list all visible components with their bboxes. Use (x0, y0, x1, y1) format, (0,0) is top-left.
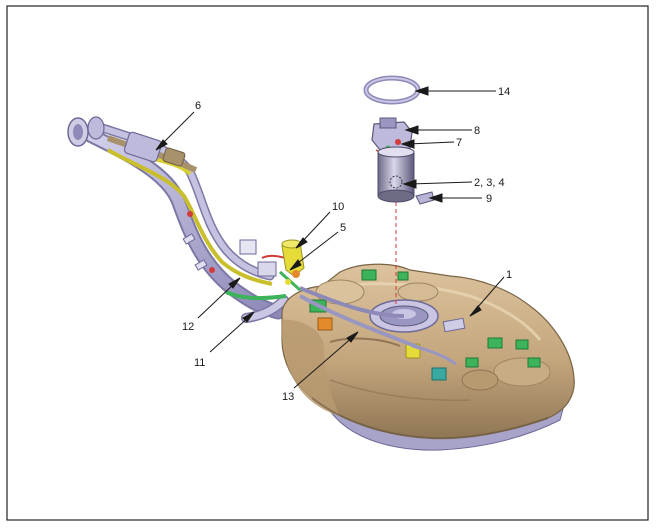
callout-labels: 1 2, 3, 4 5 6 7 8 9 10 11 12 13 14 (182, 86, 512, 403)
callout-5: 5 (340, 222, 346, 234)
callout-8: 8 (474, 125, 480, 137)
callout-6: 6 (195, 100, 201, 112)
callout-11: 11 (194, 357, 205, 369)
callout-14: 14 (498, 86, 510, 98)
callout-leaders (155, 86, 505, 389)
diagram-frame (6, 5, 649, 521)
fuel-pump-module (363, 75, 435, 304)
callout-1: 1 (506, 269, 512, 281)
callout-7: 7 (456, 137, 462, 149)
callout-13: 13 (282, 391, 294, 403)
fuel-tank (261, 254, 575, 451)
callout-9: 9 (486, 193, 492, 205)
filler-pipe-assembly (67, 116, 289, 323)
callout-2-3-4: 2, 3, 4 (474, 177, 505, 189)
callout-12: 12 (182, 321, 194, 333)
vent-valve (281, 239, 305, 285)
callout-10: 10 (332, 201, 344, 213)
